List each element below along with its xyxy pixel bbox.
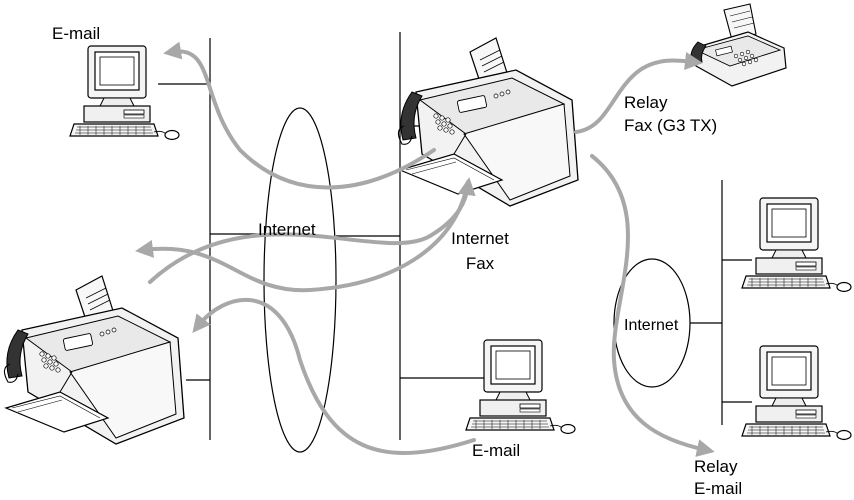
arrow-relay-email — [590, 154, 715, 457]
email-top-left-label: E-mail — [52, 24, 101, 43]
network-lines — [158, 32, 752, 440]
internet-fax-label-line1: Internet — [451, 229, 509, 248]
relay-email-label-line1: Relay — [694, 457, 738, 476]
arrow-mfc-to-email — [163, 41, 436, 190]
internet-left-label: Internet — [258, 220, 316, 239]
flow-arrows — [135, 41, 715, 457]
arrow-fax-to-left-mfc — [135, 180, 470, 293]
computer-icon — [741, 197, 852, 293]
relay-fax-label: Relay Fax (G3 TX) — [624, 93, 717, 136]
computer-icon — [741, 345, 852, 441]
internet-cloud-left — [263, 107, 337, 453]
fax-machine-icon — [690, 3, 787, 87]
relay-email-label-line2: E-mail — [694, 479, 743, 498]
relay-email-label: Relay E-mail — [694, 457, 742, 499]
email-bottom-center-label: E-mail — [472, 441, 521, 460]
computer-icon — [465, 339, 576, 435]
relay-fax-label-line2: Fax (G3 TX) — [624, 116, 718, 135]
internet-fax-label-line2: Fax — [465, 254, 495, 273]
arrow-email-to-left-mfc — [192, 297, 476, 455]
mfc-fax-machine-icon — [397, 37, 579, 207]
internet-fax-label: Internet Fax — [440, 229, 520, 274]
internet-cloud-right — [613, 258, 691, 388]
arrow-relay-fax — [574, 52, 703, 134]
relay-fax-label-line1: Relay — [624, 93, 668, 112]
internet-right-label: Internet — [624, 317, 679, 334]
mfc-fax-machine-icon — [3, 275, 185, 445]
computer-icon — [69, 45, 180, 141]
arrow-left-mfc-to-fax — [148, 177, 476, 284]
